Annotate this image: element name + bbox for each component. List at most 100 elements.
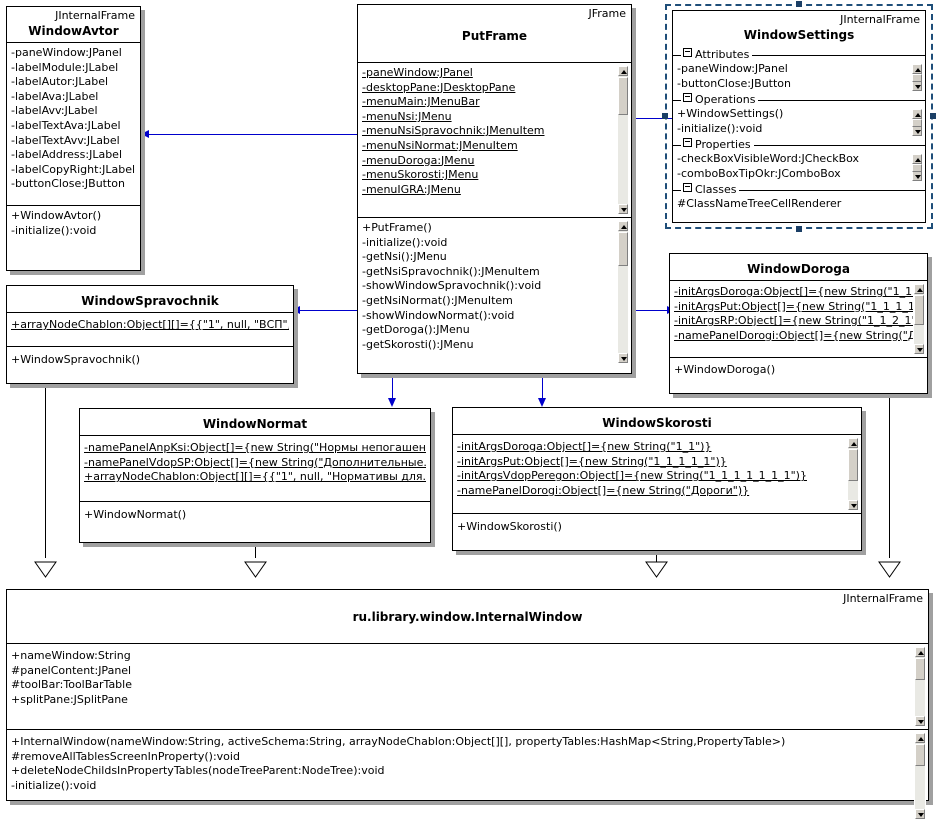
attribute-row: -labelTextAva:JLabel: [11, 118, 121, 132]
scroll-up-arrow-icon[interactable]: [915, 647, 925, 657]
scrollbar-thumb[interactable]: [848, 449, 858, 481]
scroll-down-arrow-icon[interactable]: [912, 81, 922, 91]
class-box-windowavtor[interactable]: JInternalFrame WindowAvtor -paneWindow:J…: [6, 6, 141, 271]
group-bar-classes[interactable]: Classes: [673, 183, 925, 197]
collapse-toggle-icon[interactable]: [683, 138, 692, 147]
group-label-wrap: Classes: [681, 183, 740, 197]
operation-row: -getNsiNormat():JMenuItem: [362, 293, 513, 307]
attributes-scrollbar-putframe[interactable]: [617, 65, 629, 215]
scroll-up-arrow-icon[interactable]: [618, 66, 628, 76]
operation-row: -initialize():void: [677, 121, 763, 135]
scrollbar-thumb[interactable]: [618, 232, 628, 266]
attributes-compartment-windownormat: -namePanelAnpKsi:Object[]={new String("Н…: [80, 435, 430, 501]
attribute-row: -menuNsi:JMenu: [362, 109, 452, 123]
attributes-scrollbar-windowskorosti[interactable]: [847, 437, 859, 511]
class-header-windownormat: WindowNormat: [80, 409, 430, 435]
attribute-row: -paneWindow:JPanel: [362, 66, 473, 79]
class-stereotype: JInternalFrame: [843, 592, 923, 605]
generalization-triangle-spravochnik: [34, 558, 57, 578]
collapse-toggle-icon[interactable]: [683, 93, 692, 102]
scrollbar-thumb[interactable]: [914, 295, 924, 325]
scrollbar-thumb[interactable]: [912, 74, 922, 82]
collapse-toggle-icon[interactable]: [683, 48, 692, 57]
collapse-toggle-icon[interactable]: [683, 183, 692, 192]
class-box-putframe[interactable]: JFrame PutFrame -paneWindow:JPanel -desk…: [357, 4, 632, 374]
scroll-up-arrow-icon[interactable]: [618, 221, 628, 231]
scroll-down-arrow-icon[interactable]: [848, 500, 858, 510]
operation-row: #removeAllTablesScreenInProperty():void: [11, 749, 240, 763]
group-bar-attributes[interactable]: Attributes: [673, 48, 925, 62]
properties-scrollbar-windowsettings[interactable]: [911, 153, 923, 182]
attribute-row: -namePanelVdopSP:Object[]={new String("Д…: [84, 455, 426, 469]
scroll-down-arrow-icon[interactable]: [912, 126, 922, 136]
scrollbar-thumb[interactable]: [915, 658, 925, 680]
scrollbar-thumb[interactable]: [915, 744, 925, 766]
operation-row: +PutFrame(): [362, 221, 432, 234]
connector-putframe-to-windowskorosti: [542, 374, 543, 400]
class-header-windowskorosti: WindowSkorosti: [453, 408, 861, 434]
class-header-windowavtor: JInternalFrame WindowAvtor: [7, 7, 140, 42]
property-row: -comboBoxTipOkr:JComboBox: [677, 166, 841, 180]
scroll-up-arrow-icon[interactable]: [848, 438, 858, 448]
class-box-internalwindow[interactable]: JInternalFrame ru.library.window.Interna…: [6, 589, 929, 820]
attribute-row: -menuNsiNormat:JMenuItem: [362, 138, 518, 152]
operations-scrollbar-windowsettings[interactable]: [911, 108, 923, 137]
scroll-down-arrow-icon[interactable]: [915, 716, 925, 726]
class-header-windowsettings: JInternalFrame WindowSettings: [673, 11, 925, 46]
operation-row: -initialize():void: [11, 778, 97, 792]
class-stereotype: JInternalFrame: [840, 13, 920, 26]
scroll-down-arrow-icon[interactable]: [618, 204, 628, 214]
operation-row: -showWindowSpravochnik():void: [362, 279, 542, 293]
class-box-windowsettings[interactable]: JInternalFrame WindowSettings Attributes…: [672, 10, 926, 223]
group-bar-operations[interactable]: Operations: [673, 93, 925, 107]
attribute-row: -namePanelDorogi:Object[]={new String("Д…: [457, 483, 750, 497]
scroll-down-arrow-icon[interactable]: [912, 171, 922, 181]
attributes-scrollbar-windowdoroga[interactable]: [913, 283, 925, 355]
operations-scrollbar-putframe[interactable]: [617, 220, 629, 364]
scroll-down-arrow-icon[interactable]: [915, 809, 925, 819]
class-header-windowdoroga: WindowDoroga: [670, 254, 927, 280]
arrowhead-to-windowspravochnik: [292, 306, 300, 314]
class-box-windowskorosti[interactable]: WindowSkorosti -initArgsDoroga:Object[]=…: [452, 407, 862, 551]
operations-compartment-windowdoroga: +WindowDoroga(): [670, 357, 927, 381]
selection-handle-right[interactable]: [930, 113, 936, 119]
operation-row: -getNsi():JMenu: [362, 250, 447, 264]
attribute-row: -buttonClose:JButton: [677, 76, 792, 90]
attribute-row: +splitPane:JSplitPane: [11, 692, 128, 706]
scrollbar-thumb[interactable]: [618, 77, 628, 115]
class-box-windowdoroga[interactable]: WindowDoroga -initArgsDoroga:Object[]={n…: [669, 253, 928, 394]
class-box-windownormat[interactable]: WindowNormat -namePanelAnpKsi:Object[]={…: [79, 408, 431, 543]
class-header-windowspravochnik: WindowSpravochnik: [7, 286, 293, 312]
scroll-down-arrow-icon[interactable]: [914, 344, 924, 354]
class-stereotype: JFrame: [588, 7, 626, 20]
group-bar-properties[interactable]: Properties: [673, 138, 925, 152]
selection-handle-bottom[interactable]: [796, 226, 802, 232]
attributes-compartment-windowdoroga: -initArgsDoroga:Object[]={new String("1_…: [670, 280, 927, 357]
scroll-up-arrow-icon[interactable]: [912, 154, 922, 164]
scroll-up-arrow-icon[interactable]: [912, 109, 922, 119]
scroll-down-arrow-icon[interactable]: [618, 353, 628, 363]
selection-handle-top[interactable]: [796, 1, 802, 7]
attributes-compartment-windowspravochnik: +arrayNodeChablon:Object[][]={{"1", null…: [7, 312, 293, 346]
attribute-row: -menuSkorosti:JMenu: [362, 168, 479, 182]
scroll-up-arrow-icon[interactable]: [914, 284, 924, 294]
attribute-row: -initArgsDoroga:Object[]={new String("1_…: [457, 440, 712, 453]
scrollbar-thumb[interactable]: [912, 119, 922, 127]
class-box-windowspravochnik[interactable]: WindowSpravochnik +arrayNodeChablon:Obje…: [6, 285, 294, 384]
attribute-row: -labelAddress:JLabel: [11, 148, 123, 162]
scroll-up-arrow-icon[interactable]: [915, 733, 925, 743]
scrollbar-thumb[interactable]: [912, 164, 922, 172]
attributes-scrollbar-internalwindow[interactable]: [914, 646, 926, 727]
group-label-wrap: Attributes: [681, 48, 753, 62]
scroll-up-arrow-icon[interactable]: [912, 64, 922, 74]
arrowhead-to-windowskorosti: [538, 398, 546, 407]
attribute-row: -menuIGRA:JMenu: [362, 182, 461, 196]
attributes-scrollbar-windowsettings[interactable]: [911, 63, 923, 92]
selection-handle-left[interactable]: [662, 113, 668, 119]
attribute-row: -initArgsPut:Object[]={new String("1_1_1…: [457, 454, 727, 468]
class-header-internalwindow: JInternalFrame ru.library.window.Interna…: [7, 590, 928, 643]
operations-compartment-internalwindow: +InternalWindow(nameWindow:String, activ…: [7, 729, 928, 822]
operation-row: -getSkorosti():JMenu: [362, 337, 474, 351]
operations-compartment-windowspravochnik: +WindowSpravochnik(): [7, 346, 293, 371]
